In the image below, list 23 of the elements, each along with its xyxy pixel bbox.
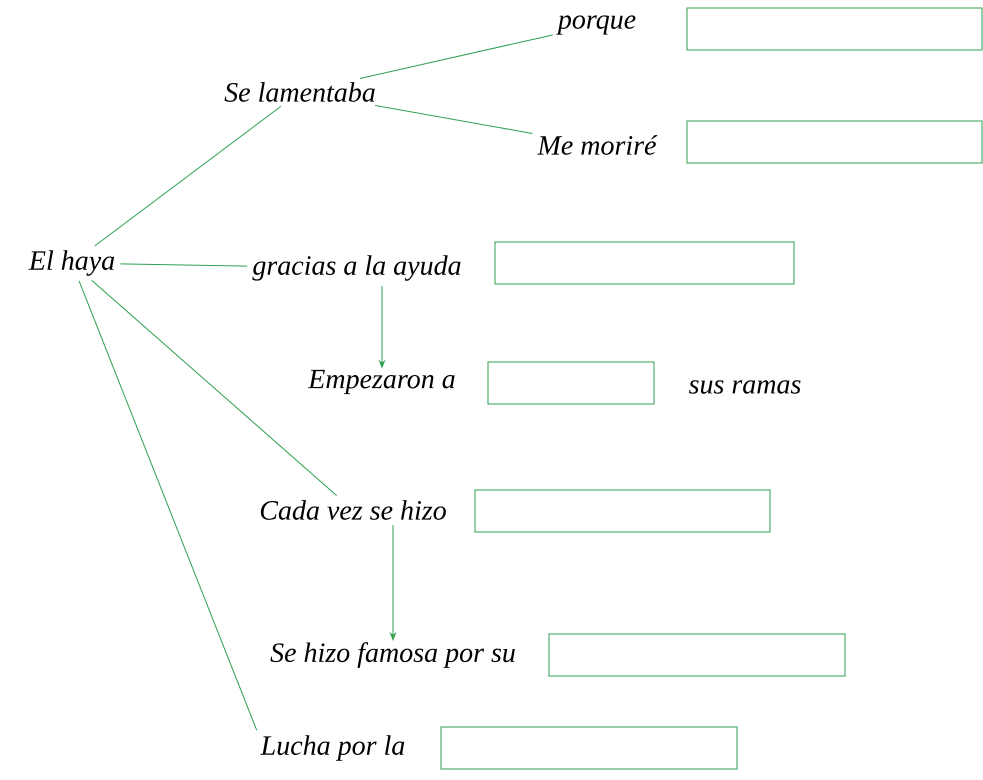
- connector-line: [91, 280, 338, 496]
- answer-box: [440, 726, 738, 770]
- answer-box: [488, 362, 654, 404]
- node-label: Se lamentaba: [224, 82, 375, 102]
- answer-box: [494, 242, 794, 284]
- connector-line: [94, 106, 282, 246]
- connector-line: [359, 34, 554, 79]
- node-label: Se hizo famosa por su: [270, 642, 515, 668]
- answer-box: [474, 490, 770, 532]
- answer-box: [548, 634, 846, 676]
- answer-box: [686, 120, 982, 164]
- connector-line: [374, 104, 533, 134]
- node-label: gracias a la ayuda: [252, 255, 461, 281]
- node-label: Cada vez se hizo: [260, 500, 446, 520]
- connector-line: [120, 263, 248, 267]
- node-label: Empezaron a: [308, 370, 455, 394]
- node-label: porque: [556, 15, 636, 35]
- node-label: El haya: [28, 250, 114, 276]
- connector-line: [78, 280, 258, 731]
- node-label: Me moriré: [537, 135, 658, 155]
- label-text: sus ramas: [688, 380, 801, 394]
- node-label: Lucha por la: [260, 735, 404, 761]
- answer-box: [686, 8, 982, 50]
